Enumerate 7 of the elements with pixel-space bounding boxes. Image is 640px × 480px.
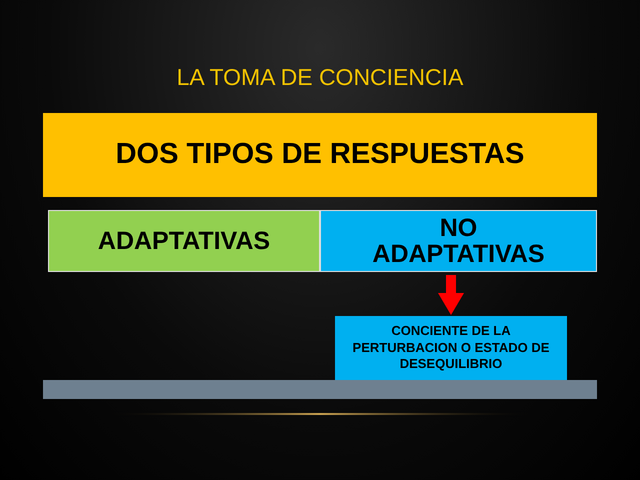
text-box: DOS TIPOS DE RESPUESTAS [43,113,597,197]
text-box: CONCIENTE DE LA PERTURBACION O ESTADO DE DESEQUILIBRIO [335,316,567,380]
text-box: NO ADAPTATIVAS [320,210,597,272]
text-box: ADAPTATIVAS [48,210,320,272]
arrow [438,275,464,315]
base-bar [43,380,597,399]
slide-title: LA TOMA DE CONCIENCIA [176,64,464,91]
